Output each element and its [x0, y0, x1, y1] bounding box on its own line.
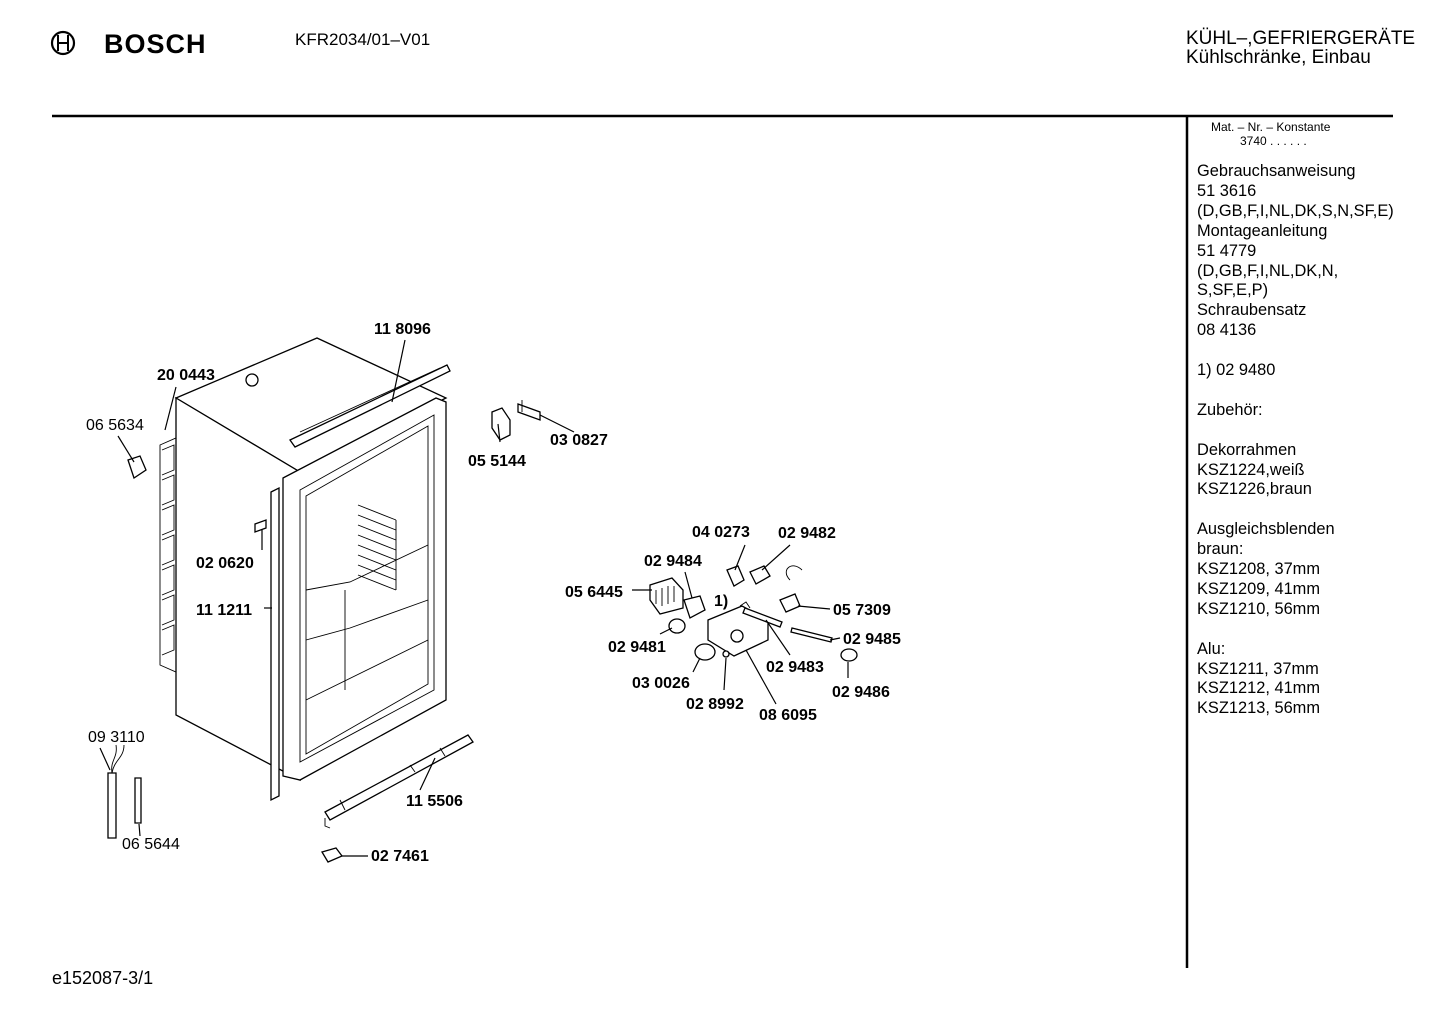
label-03-0026: 03 0026 — [632, 675, 690, 692]
sidebar-line: braun: — [1197, 540, 1244, 559]
label-05-5144: 05 5144 — [468, 453, 526, 470]
label-02-9484: 02 9484 — [644, 553, 702, 570]
category-line-2: Kühlschränke, Einbau — [1186, 47, 1371, 68]
sidebar-line: 1) 02 9480 — [1197, 361, 1276, 380]
mat-nr-block: Mat. – Nr. – Konstante 3740 . . . . . . — [1211, 120, 1330, 148]
sidebar-line: KSZ1226,braun — [1197, 480, 1312, 499]
label-02-9482: 02 9482 — [778, 525, 836, 542]
sidebar-line: KSZ1213, 56mm — [1197, 699, 1320, 718]
category: KÜHL–,GEFRIERGERÄTE Kühlschränke, Einbau — [1186, 29, 1415, 67]
bosch-logo-icon — [50, 30, 76, 56]
sidebar-line: 51 3616 — [1197, 181, 1257, 200]
document-id: e152087-3/1 — [52, 968, 154, 988]
sidebar-line: (D,GB,F,I,NL,DK,N, — [1197, 261, 1339, 280]
sidebar-line: Ausgleichsblenden — [1197, 520, 1335, 539]
label-04-0273: 04 0273 — [692, 524, 750, 541]
sidebar-line — [1197, 620, 1394, 640]
sidebar-line: 08 4136 — [1197, 321, 1257, 340]
label-02-9483: 02 9483 — [766, 659, 824, 676]
sidebar-line: KSZ1211, 37mm — [1197, 659, 1319, 678]
mat-nr-value: 3740 . . . . . . — [1240, 134, 1307, 148]
sidebar-line: Alu: — [1197, 639, 1226, 658]
category-line-1: KÜHL–,GEFRIERGERÄTE — [1186, 28, 1416, 49]
sidebar-line — [1197, 500, 1394, 520]
sidebar-line — [1197, 381, 1394, 401]
label-06-5634: 06 5634 — [86, 417, 144, 434]
sidebar-line: Montageanleitung — [1197, 221, 1328, 240]
sensor-parts — [107, 744, 142, 839]
sidebar-line: Schraubensatz — [1197, 301, 1307, 320]
sidebar-line: Dekorrahmen — [1197, 440, 1297, 459]
mat-nr-label: Mat. – Nr. – Konstante — [1211, 120, 1331, 134]
sidebar-line: Zubehör: — [1197, 400, 1263, 419]
label-20-0443: 20 0443 — [157, 367, 215, 384]
sidebar-line: S,SF,E,P) — [1197, 281, 1269, 300]
label-11-8096: 11 8096 — [374, 321, 431, 338]
sidebar-line — [1197, 341, 1394, 361]
sidebar-line: Gebrauchsanweisung — [1197, 162, 1356, 180]
sidebar-line — [1197, 421, 1394, 441]
leader-lines — [99, 339, 849, 857]
label-02-9481: 02 9481 — [608, 639, 666, 656]
fridge-cabinet — [127, 337, 451, 802]
part-labels: 11 8096 20 0443 06 5634 05 5144 03 0827 … — [86, 321, 901, 865]
sidebar-line: KSZ1209, 41mm — [1197, 579, 1320, 598]
brand-name: BOSCH — [104, 29, 207, 59]
label-05-7309: 05 7309 — [833, 602, 891, 619]
control-assembly — [649, 565, 858, 662]
sidebar-line: 51 4779 — [1197, 241, 1257, 260]
sidebar-line: KSZ1210, 56mm — [1197, 599, 1320, 618]
sidebar-line: KSZ1212, 41mm — [1197, 679, 1320, 698]
label-note-1: 1) — [714, 593, 728, 610]
sidebar-line: KSZ1208, 37mm — [1197, 560, 1320, 579]
label-02-9485: 02 9485 — [843, 631, 901, 648]
label-09-3110: 09 3110 — [88, 729, 145, 746]
hinge-parts — [491, 400, 541, 441]
model-number: KFR2034/01–V01 — [295, 30, 431, 49]
label-11-5506: 11 5506 — [406, 793, 463, 810]
label-02-8992: 02 8992 — [686, 696, 744, 713]
label-02-9486: 02 9486 — [832, 684, 890, 701]
sidebar-line: KSZ1224,weiß — [1197, 460, 1305, 479]
label-11-1211: 11 1211 — [196, 602, 252, 619]
label-05-6445: 05 6445 — [565, 584, 623, 601]
label-03-0827: 03 0827 — [550, 432, 608, 449]
bottom-rail — [321, 734, 474, 863]
sidebar-line: (D,GB,F,I,NL,DK,S,N,SF,E) — [1197, 201, 1394, 220]
label-02-7461: 02 7461 — [371, 848, 429, 865]
label-08-6095: 08 6095 — [759, 707, 817, 724]
label-02-0620: 02 0620 — [196, 555, 254, 572]
label-06-5644: 06 5644 — [122, 836, 180, 853]
